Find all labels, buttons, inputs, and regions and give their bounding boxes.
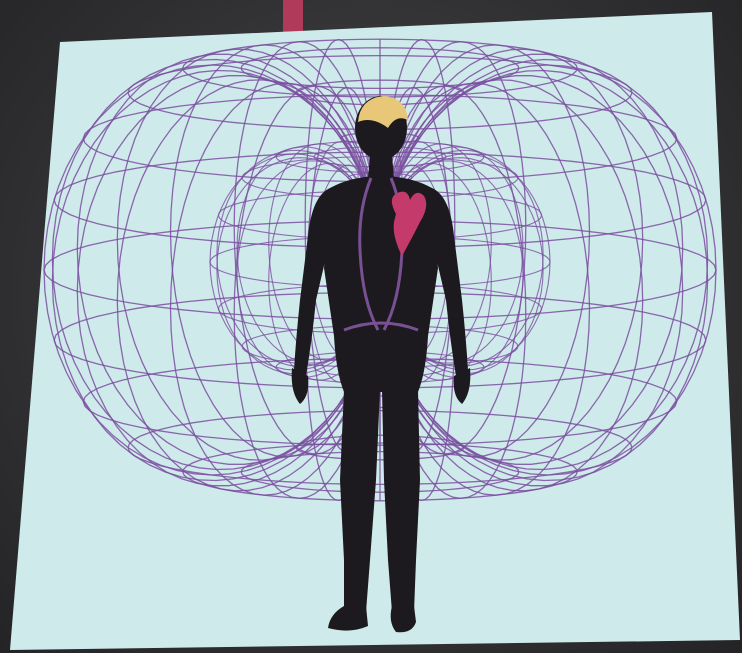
neck [368, 155, 394, 178]
